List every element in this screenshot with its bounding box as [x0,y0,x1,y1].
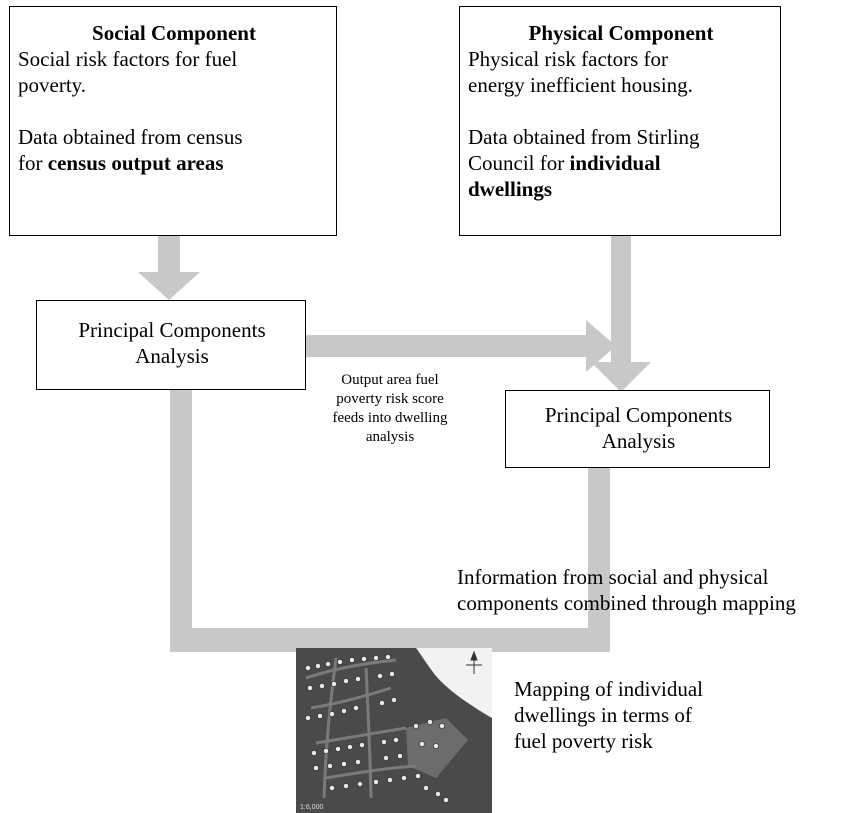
arrow-physical-to-pca-head [591,362,651,392]
pca-right-box: Principal Components Analysis [505,390,770,468]
map-note-line-3: fuel poverty risk [514,729,653,753]
physical-line-4: Council for individual [468,151,661,175]
physical-component-box: Physical Component Physical risk factors… [459,6,781,236]
map-note-line-1: Mapping of individual [514,677,703,701]
combined-note-line-1: Information from social and physical [457,565,769,589]
combined-note-line-2: components combined through mapping [457,591,796,615]
feed-note-line-1: Output area fuel [341,372,439,388]
north-arrow-icon [466,650,482,674]
arrow-left-pca-down [170,390,192,650]
pca-left-line-1: Principal Components [78,318,266,342]
physical-bold-phrase-1: individual [569,151,661,175]
map-note: Mapping of individual dwellings in terms… [514,676,814,754]
physical-title: Physical Component [528,21,714,45]
social-component-box: Social Component Social risk factors for… [9,6,337,236]
map-scale-label: 1:6,000 [300,804,323,811]
social-title: Social Component [92,21,256,45]
fuel-poverty-map: 1:6,000 [296,648,492,813]
feed-note: Output area fuel poverty risk score feed… [300,371,480,447]
arrow-right-pca-down [588,466,610,650]
physical-line-3: Data obtained from Stirling [468,125,700,149]
arrow-social-to-pca-shaft [158,236,180,276]
social-line-3: Data obtained from census [18,125,243,149]
pca-left-line-2: Analysis [135,344,209,368]
feed-note-line-3: feeds into dwelling [332,410,448,426]
arrow-pca-to-pca-shaft [306,335,588,357]
social-line-1: Social risk factors for fuel [18,47,238,71]
pca-left-box: Principal Components Analysis [36,300,306,390]
pca-right-line-1: Principal Components [544,403,733,427]
social-bold-phrase: census output areas [47,151,224,175]
arrow-social-to-pca-head [138,272,200,300]
feed-note-line-4: analysis [365,429,415,445]
physical-line-2: energy inefficient housing. [468,73,693,97]
physical-line-5: dwellings [468,177,553,201]
social-line-2: poverty. [18,73,87,97]
map-note-line-2: dwellings in terms of [514,703,692,727]
combined-note: Information from social and physical com… [457,564,866,616]
feed-note-line-2: poverty risk score [336,391,444,407]
social-line-4: for census output areas [18,151,224,175]
arrow-pca-to-pca-head [586,320,616,372]
arrow-physical-to-pca-shaft [611,236,631,366]
physical-line-1: Physical risk factors for [468,47,669,71]
pca-right-line-2: Analysis [601,429,676,453]
